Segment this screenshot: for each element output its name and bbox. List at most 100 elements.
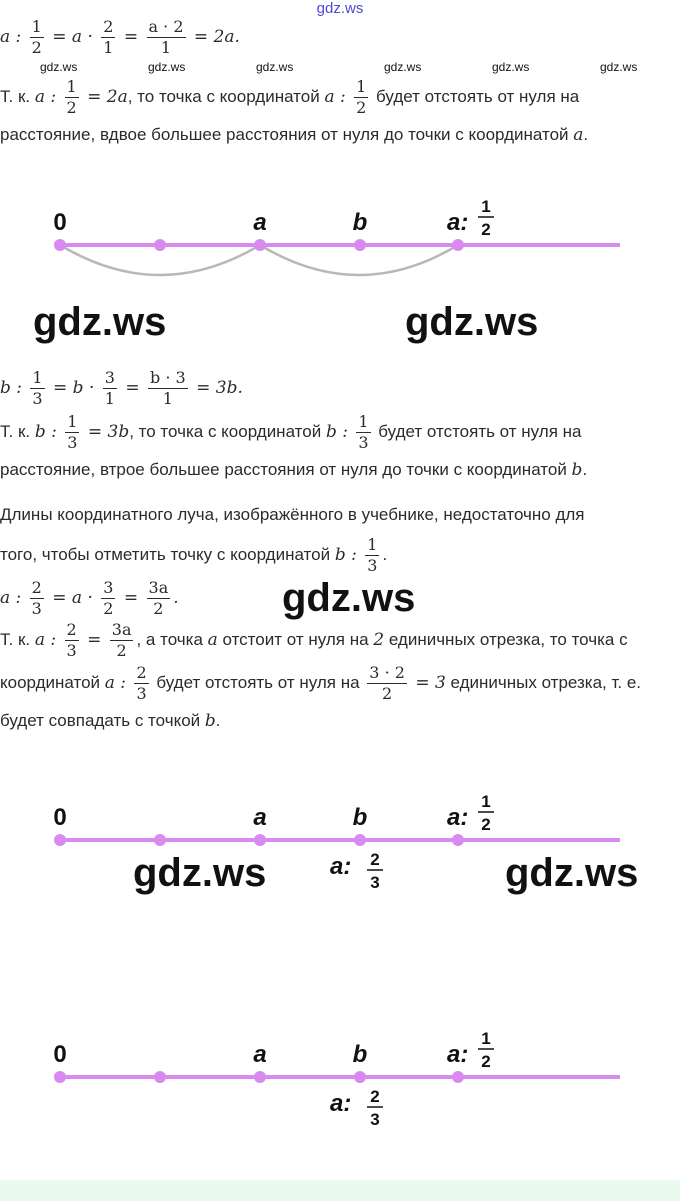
watermark-big: gdz.ws [133,851,267,895]
text-line: будет совпадать с точкой b. [0,696,221,746]
math-expression: = 3 [409,673,446,693]
math-expression: = [81,630,107,650]
math-expression: b [571,460,583,480]
fraction-denominator: 2 [356,97,367,117]
point [354,239,366,251]
math-expression: b : [334,545,363,565]
text-segment: расстояние, втрое большее расстояния от … [0,460,572,479]
point-label: a [253,209,266,236]
math-expression: 2 [373,630,385,650]
fraction-numerator: 2 [101,16,116,38]
fraction-numerator: 2 [29,577,44,599]
point-label: a: [447,1041,468,1068]
watermark-big: gdz.ws [505,851,639,895]
math-expression: a : [104,673,132,693]
fraction-numerator: 1 [65,411,80,433]
fraction-denominator: 1 [103,37,114,57]
text-segment: отстоит от нуля на [217,630,374,649]
text-segment: . [382,545,388,564]
point-label: 0 [53,209,66,236]
text-segment: Т. к. [0,87,35,106]
arc [259,243,459,277]
watermark-small: gdz.ws [256,60,294,74]
point [154,834,166,846]
watermark-big: gdz.ws [33,300,167,344]
text-line: расстояние, втрое большее расстояния от … [0,445,587,495]
label-fraction-numerator: 1 [481,1029,490,1048]
watermark-top: gdz.ws [316,0,364,17]
math-expression: a [207,630,218,650]
point-label: 0 [53,1041,66,1068]
fraction-denominator: 2 [382,683,393,703]
point-label: b [353,804,368,831]
below-fraction-numerator: 2 [370,1087,379,1106]
text-segment: Т. к. [0,422,35,441]
point-label: b [353,209,368,236]
fraction-denominator: 1 [160,37,172,57]
text-segment: , то точка с координатой [129,422,326,441]
fraction-numerator: 3a [109,619,134,641]
arc [59,243,261,277]
fraction-denominator: 2 [103,598,114,618]
label-fraction-denominator: 2 [481,815,490,834]
text-segment: Длины координатного луча, изображённого … [0,505,585,524]
fraction-denominator: 3 [66,640,77,660]
text-segment: . [215,711,221,730]
text-segment: единичных отрезка, то точка с [384,630,628,649]
point [154,239,166,251]
fraction-denominator: 2 [116,640,127,660]
text-segment: . [582,460,588,479]
math-expression: b : [0,378,28,398]
point [54,239,66,251]
fraction-numerator: 3 · 2 [367,662,407,684]
fraction-denominator: 3 [31,598,42,618]
text-line: того, чтобы отметить точку с координатой… [0,530,387,580]
text-line: Длины координатного луча, изображённого … [0,490,585,540]
fraction-numerator: 2 [134,662,149,684]
fraction-denominator: 1 [104,388,115,408]
point [452,1071,464,1083]
math-expression: b [204,711,216,731]
fraction-numerator: b · 3 [148,367,188,389]
text-segment: будет отстоять от нуля на [151,673,365,692]
watermark-small: gdz.ws [148,60,186,74]
point-label: a [253,1041,266,1068]
point [354,834,366,846]
fraction-numerator: a · 2 [146,16,186,38]
math-expression: b : [34,422,63,442]
point-label: a [253,804,266,831]
math-expression: = a · [46,588,99,608]
bottom-band [0,1180,680,1201]
point-label: 0 [53,804,66,831]
fraction-numerator: 1 [365,534,380,556]
point [452,834,464,846]
below-label: a: [330,1090,351,1117]
watermark-big: gdz.ws [405,300,539,344]
fraction-numerator: 1 [354,76,369,98]
fraction-denominator: 2 [153,598,164,618]
fraction-denominator: 3 [358,432,369,452]
fraction-denominator: 3 [136,683,147,703]
math-expression: a : [0,27,27,47]
point-label: a: [447,209,468,236]
fraction-denominator: 3 [32,388,43,408]
